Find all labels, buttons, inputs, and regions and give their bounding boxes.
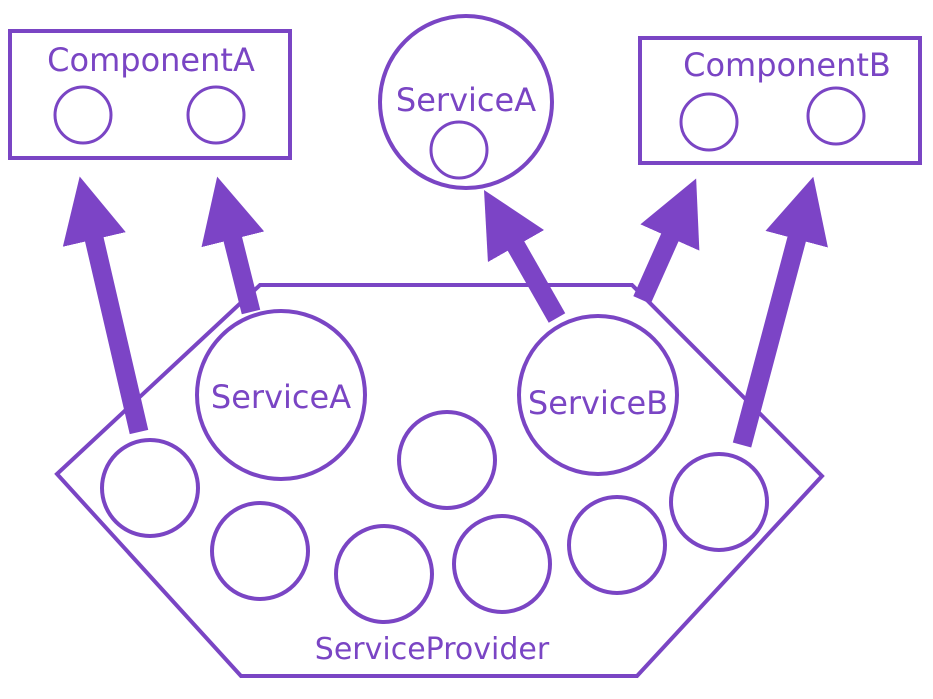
provider-service-a-circle	[195, 309, 367, 481]
arrow-service-a-to-component-a-slot-2	[201, 176, 265, 315]
component-a-slot-1	[53, 85, 113, 145]
provider-instance-4	[397, 410, 497, 510]
component-a: ComponentA	[8, 29, 292, 160]
component-a-slot-2	[186, 85, 246, 145]
provider-instance-6	[567, 495, 667, 595]
arrow-service-b-to-service-a-top-slot	[484, 189, 566, 323]
provider-instance-5	[452, 514, 552, 614]
provider-instance-1	[100, 438, 200, 538]
component-b-box	[638, 36, 922, 165]
arrow-instance7-to-component-b-slot-2	[732, 176, 828, 448]
service-provider-label: ServiceProvider	[315, 632, 550, 667]
provider-service-b-circle	[517, 314, 679, 476]
service-a-top-slot	[429, 120, 489, 180]
component-b-slot-2	[806, 86, 866, 146]
component-a-box	[8, 29, 292, 160]
service-provider-hexagon	[54, 283, 825, 678]
arrow-instance1-to-component-a-slot-1	[62, 176, 149, 435]
component-a-label: ComponentA	[47, 41, 255, 79]
service-a-top-circle	[378, 14, 554, 190]
component-b-slot-1	[679, 92, 739, 152]
provider-instance-3	[334, 524, 434, 624]
service-a-top-label: ServiceA	[396, 81, 536, 119]
component-b: ComponentB	[638, 36, 922, 165]
arrow-service-b-to-component-b-slot-1	[633, 178, 700, 304]
service-provider: ServiceProvider ServiceA ServiceB	[54, 283, 825, 678]
component-b-label: ComponentB	[683, 46, 891, 84]
provider-service-a-label: ServiceA	[211, 378, 351, 416]
provider-instance-2	[210, 501, 310, 601]
service-a-standalone: ServiceA	[378, 14, 554, 190]
provider-instance-7	[669, 452, 769, 552]
provider-service-b-label: ServiceB	[528, 384, 668, 422]
injection-arrows	[62, 176, 828, 448]
